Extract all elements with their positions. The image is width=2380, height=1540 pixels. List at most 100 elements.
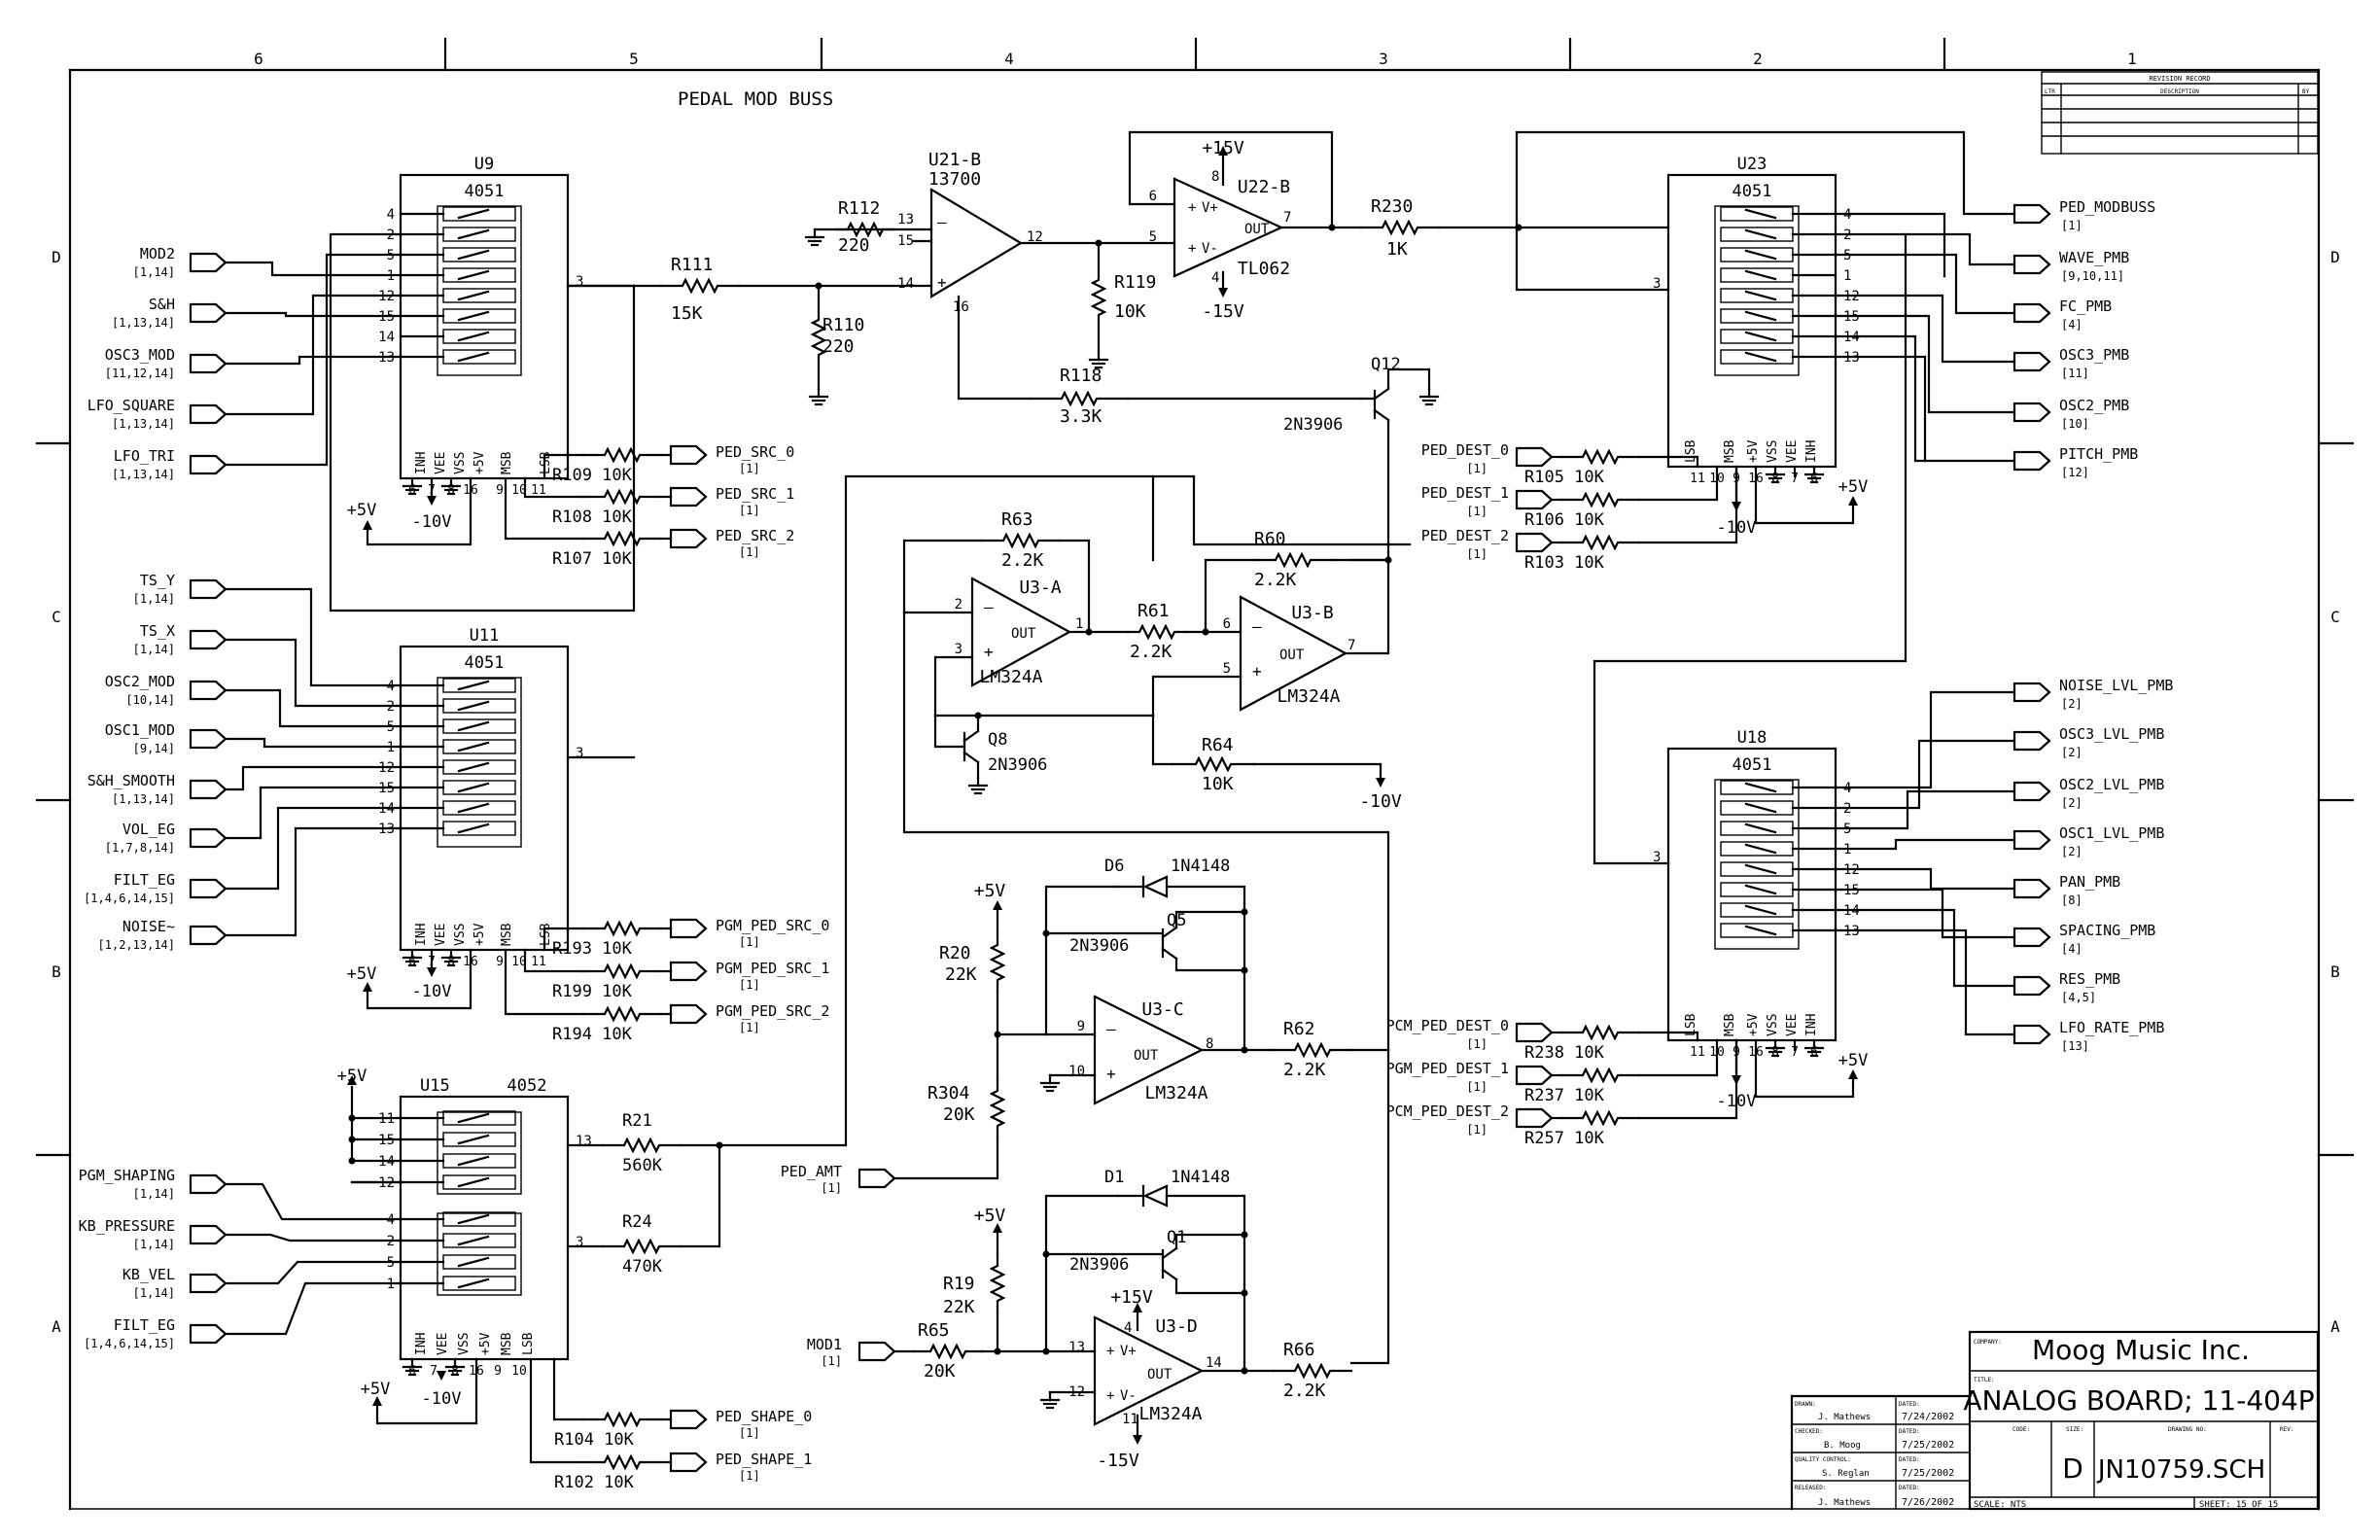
pin-number: 3 [576, 274, 583, 290]
component-ref: R19 [943, 1274, 975, 1294]
wire [1386, 368, 1431, 391]
port-flag [669, 1452, 708, 1473]
port-flag [669, 961, 708, 982]
port-flag [858, 1341, 896, 1362]
mux-switch [457, 741, 490, 752]
net-ref: [1,4,6,14,15] [84, 892, 175, 905]
net-name: PED_SRC_2 [716, 527, 794, 544]
pin-polarity: – [1252, 617, 1262, 636]
pin-number: 8 [1211, 169, 1219, 185]
component-ref: R21 [622, 1111, 652, 1131]
wire [1637, 1031, 1699, 1042]
pin-number: 7 [1348, 638, 1355, 653]
net-name: PED_SRC_1 [716, 485, 794, 503]
wire [1834, 867, 2016, 891]
opamp-u3c [1093, 995, 1205, 1105]
row-label: B [52, 962, 61, 981]
port-flag [189, 1323, 228, 1345]
wire [375, 1357, 478, 1425]
power-arrow [1133, 1435, 1142, 1445]
pin-number: 3 [955, 642, 962, 657]
net-ref: [1] [739, 462, 760, 475]
wire [224, 1260, 402, 1285]
resistor [1272, 1041, 1353, 1059]
pin-label: LSB [539, 451, 553, 474]
row-label: C [52, 608, 61, 626]
net-ref: [1] [739, 935, 760, 949]
pin-polarity: + [984, 643, 994, 661]
mux-ref: U9 [474, 155, 494, 174]
net-ref: [1] [739, 504, 760, 517]
resistor [1359, 219, 1441, 236]
transistor-q8 [962, 751, 980, 764]
mux-switch [1744, 802, 1777, 814]
component-ref: R257 10K [1524, 1129, 1605, 1148]
port-flag [669, 486, 708, 508]
power-arrow [363, 520, 372, 530]
pin-label: LSB [1684, 1013, 1698, 1036]
net-name: LFO_SQUARE [88, 397, 175, 414]
component-ref: U22-B [1238, 177, 1290, 197]
mux-switch-array [437, 677, 522, 848]
pin-label: VEE [1785, 1014, 1800, 1036]
net-ref: [2] [2061, 746, 2082, 759]
mux-switch [442, 1276, 516, 1291]
component-value: 2N3906 [1283, 415, 1343, 435]
pin-number: 11 [531, 955, 546, 969]
net-ref: [1] [1466, 462, 1488, 475]
component-ref: R103 10K [1524, 553, 1605, 573]
port-flag [2012, 975, 2051, 997]
checked-by: B. Moog [1824, 1441, 1861, 1451]
wire [542, 453, 585, 480]
net-name: SPACING_PMB [2059, 922, 2155, 939]
pin-polarity: + [1106, 1344, 1114, 1359]
resistor [1171, 755, 1256, 773]
wire [933, 655, 974, 718]
pin-number: 7 [1283, 210, 1291, 226]
resistor [601, 1238, 682, 1255]
resistor [581, 1005, 663, 1023]
wire [902, 539, 984, 614]
mux-switch [1744, 310, 1777, 322]
mux-part: 4051 [465, 182, 505, 201]
transistor-q1 [1161, 1268, 1178, 1281]
net-name: OSC1_MOD [105, 721, 175, 739]
scale: SCALE: NTS [1974, 1500, 2026, 1510]
wire [224, 1281, 402, 1336]
mux-switch [457, 700, 490, 712]
port-flag [1515, 1065, 1554, 1086]
net-ref: [1,14] [133, 1187, 175, 1201]
drawing-no-label: DRAWING NO: [2168, 1426, 2207, 1433]
wire [1834, 294, 2016, 364]
drawn-date: 7/24/2002 [1902, 1412, 1954, 1422]
pin-polarity: + [937, 273, 947, 292]
mux-ref: U18 [1737, 728, 1768, 748]
port-flag [189, 454, 228, 475]
mux-switch [457, 1278, 490, 1289]
resistor [581, 1411, 663, 1428]
power-label: +5V [347, 501, 377, 520]
net-name: PED_SHAPE_0 [716, 1408, 812, 1425]
pin-number: 12 [1027, 229, 1043, 245]
resistor [1559, 534, 1641, 551]
junction-dot [1085, 628, 1093, 636]
pin-number: 15 [897, 233, 914, 249]
net-name: FC_PMB [2059, 298, 2112, 315]
power-arrow [347, 1075, 357, 1085]
resistor [1559, 1109, 1641, 1127]
mux-switch [1744, 904, 1777, 916]
resistor [1252, 551, 1334, 569]
component-ref: R108 10K [552, 508, 633, 527]
net-ref: [1] [1466, 1037, 1488, 1051]
title-label: TITLE: [1974, 1377, 1995, 1383]
resistor [1559, 1024, 1641, 1041]
net-name: LFO_TRI [114, 447, 175, 465]
mux-switch [457, 351, 490, 363]
mux-switch [457, 331, 490, 342]
mux-switch [1720, 902, 1794, 918]
mux-switch [442, 267, 516, 283]
pin-number: 10 [1068, 1064, 1085, 1079]
net-name: OSC3_PMB [2059, 346, 2129, 364]
sheet-number: SHEET: 15 OF 15 [2199, 1500, 2278, 1510]
revision-col: BY [2302, 88, 2310, 95]
